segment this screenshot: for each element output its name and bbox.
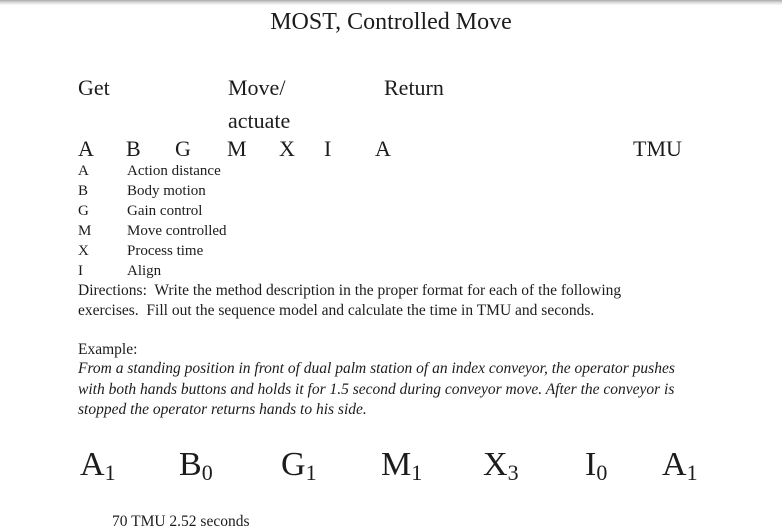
legend-row: B Body motion xyxy=(78,181,227,201)
answer-subscript: 0 xyxy=(201,460,213,485)
example-label: Example: xyxy=(78,341,138,358)
legend-letter: I xyxy=(78,263,83,279)
example-line-3: stopped the operator returns hands to hi… xyxy=(78,401,367,418)
example-line-2: with both hands buttons and holds it for… xyxy=(78,380,675,398)
sequence-letter-i: I xyxy=(324,136,332,161)
phase-header-move-line1: Move/ xyxy=(228,75,286,100)
answer-letter: A xyxy=(662,446,687,483)
sequence-letter-g: G xyxy=(175,136,191,161)
sequence-letter-m: M xyxy=(227,136,247,161)
example-paragraph: From a standing position in front of dua… xyxy=(78,359,675,421)
sequence-letter-b: B xyxy=(126,136,141,161)
legend-row: M Move controlled xyxy=(78,221,227,241)
legend-description: Body motion xyxy=(127,183,206,199)
legend-description: Align xyxy=(127,263,162,279)
answer-subscript: 1 xyxy=(411,460,423,485)
answer-item: X3 xyxy=(483,445,519,485)
legend-row: G Gain control xyxy=(78,201,227,221)
sequence-letter-a: A xyxy=(78,136,94,161)
answer-item: A1 xyxy=(662,445,698,485)
legend-description: Process time xyxy=(127,243,204,259)
answer-item: I0 xyxy=(585,445,607,485)
legend-description: Gain control xyxy=(127,203,203,219)
answer-subscript: 1 xyxy=(686,460,698,485)
window-top-edge xyxy=(0,0,782,5)
answer-letter: X xyxy=(483,446,508,483)
legend: A Action distance B Body motion G Gain cont… xyxy=(78,161,227,281)
legend-row: I Align xyxy=(78,261,227,281)
sequence-model-row: A B G M X I A TMU xyxy=(0,137,782,161)
directions-line-2: exercises. Fill out the sequence model a… xyxy=(78,302,595,319)
legend-letter: X xyxy=(78,243,89,259)
directions-paragraph: Directions: Write the method description… xyxy=(78,281,621,321)
phase-header-get: Get xyxy=(78,75,110,100)
phase-header-return: Return xyxy=(384,75,444,100)
answer-letter: B xyxy=(179,446,202,483)
answer-letter: G xyxy=(281,446,306,483)
sequence-letter-x: X xyxy=(279,136,295,161)
legend-row: A Action distance xyxy=(78,161,227,181)
answer-item: M1 xyxy=(381,445,422,485)
result-line-partial: 70 TMU 2.52 seconds xyxy=(112,513,250,530)
legend-letter: M xyxy=(78,223,92,239)
answer-letter: I xyxy=(585,446,597,483)
sequence-letter-a2: A xyxy=(375,136,391,161)
answer-letter: M xyxy=(381,446,412,483)
answer-item: A1 xyxy=(80,445,116,485)
page-title: MOST, Controlled Move xyxy=(270,9,512,35)
answer-letter: A xyxy=(80,446,105,483)
answer-item: G1 xyxy=(281,445,317,485)
answer-subscript: 1 xyxy=(305,460,317,485)
answer-sequence-row: A1 B0 G1 M1 X3 I0 A1 xyxy=(0,445,782,491)
directions-line-1: Directions: Write the method description… xyxy=(78,282,622,299)
tmu-label: TMU xyxy=(633,136,682,161)
answer-subscript: 3 xyxy=(507,460,519,485)
example-line-1: From a standing position in front of dua… xyxy=(78,360,675,377)
legend-letter: B xyxy=(78,183,89,199)
answer-subscript: 1 xyxy=(104,460,116,485)
answer-subscript: 0 xyxy=(596,460,608,485)
legend-description: Action distance xyxy=(127,163,221,179)
legend-letter: G xyxy=(78,203,89,219)
phase-header-move-line2: actuate xyxy=(228,108,291,133)
legend-row: X Process time xyxy=(78,241,227,261)
legend-letter: A xyxy=(78,163,89,179)
phase-header-move-actuate: Move/ actuate xyxy=(228,71,290,137)
answer-item: B0 xyxy=(179,445,213,485)
legend-description: Move controlled xyxy=(127,223,227,239)
